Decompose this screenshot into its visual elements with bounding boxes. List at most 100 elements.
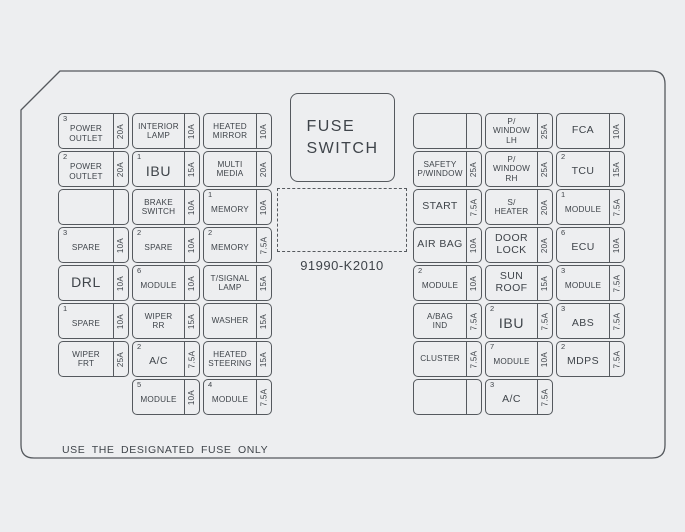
fuse-label: DOOR LOCK	[486, 228, 537, 262]
fuse-amp-box: 7.5A	[537, 304, 552, 338]
fuse-label-text: WASHER	[211, 316, 249, 326]
fuse-amp-box: 15A	[609, 152, 624, 186]
fuse-amp-rating: 7.5A	[259, 388, 269, 406]
fuse-label-text: MODULE	[421, 280, 459, 290]
fuse-label: SAFETY P/WINDOW	[414, 152, 466, 186]
fuse-label-text: P/ WINDOW LH	[492, 117, 531, 145]
fuse-amp-rating: 7.5A	[612, 350, 622, 368]
fuse-cell	[413, 113, 482, 149]
fuse-label-text: MODULE	[564, 280, 602, 290]
fuse-amp-rating: 10A	[259, 199, 269, 215]
fuse-amp-rating: 7.5A	[259, 236, 269, 254]
fuse-amp-rating: 25A	[469, 161, 479, 177]
fuse-amp-box: 10A	[609, 114, 624, 148]
fuse-amp-box: 10A	[184, 114, 199, 148]
fuse-label-text: MEMORY	[211, 204, 249, 214]
fuse-amp-rating: 10A	[187, 237, 197, 253]
fuse-number: 6	[137, 266, 142, 275]
fuse-amp-rating: 15A	[259, 275, 269, 291]
fuse-label: AIR BAG	[414, 228, 466, 262]
fuse-amp-rating: 10A	[116, 275, 126, 291]
fuse-label: INTERIOR LAMP	[133, 114, 184, 148]
fuse-amp-box: 10A	[466, 228, 481, 262]
fuse-amp-box: 15A	[256, 342, 271, 376]
fuse-amp-rating: 20A	[540, 199, 550, 215]
fuse-label-text: A/C	[149, 354, 168, 367]
fuse-label: MODULE	[414, 266, 466, 300]
fuse-amp-box: 10A	[184, 190, 199, 224]
fuse-label-text: TCU	[571, 164, 595, 177]
fuse-label-text: DRL	[71, 274, 101, 291]
fuse-amp-box: 20A	[256, 152, 271, 186]
fuse-label-text: WIPER FRT	[72, 349, 100, 368]
fuse-amp-rating: 25A	[540, 123, 550, 139]
fuse-label-text: A/C	[502, 392, 521, 405]
fuse-label: FCA	[557, 114, 609, 148]
fuse-amp-box: 7.5A	[466, 304, 481, 338]
fuse-amp-rating: 15A	[259, 313, 269, 329]
fuse-label: MULTI MEDIA	[204, 152, 256, 186]
fuse-amp-rating: 10A	[469, 237, 479, 253]
fuse-amp-box: 20A	[537, 228, 552, 262]
fuse-label: MODULE	[204, 380, 256, 414]
fuse-amp-box: 10A	[609, 228, 624, 262]
fuse-amp-box: 7.5A	[466, 190, 481, 224]
fuse-amp-rating: 10A	[187, 389, 197, 405]
fuse-label: WASHER	[204, 304, 256, 338]
fuse-label-text: A/BAG IND	[426, 311, 454, 330]
fuse-label-text: CLUSTER	[420, 354, 460, 364]
fuse-amp-box: 10A	[113, 266, 128, 300]
fuse-amp-rating: 7.5A	[612, 274, 622, 292]
fuse-amp-rating: 10A	[116, 313, 126, 329]
fuse-number: 1	[561, 190, 566, 199]
fuse-number: 2	[137, 228, 142, 237]
fuse-label-text: INTERIOR LAMP	[138, 121, 179, 140]
fuse-label: S/ HEATER	[486, 190, 537, 224]
fuse-label: MODULE	[486, 342, 537, 376]
fuse-label: A/C	[133, 342, 184, 376]
fuse-amp-box: 10A	[184, 266, 199, 300]
fuse-label-text: SPARE	[71, 318, 101, 328]
fuse-label: MODULE	[133, 380, 184, 414]
empty-slot	[556, 379, 625, 415]
fuse-label-text: SPARE	[71, 242, 101, 252]
fuse-amp-box: 7.5A	[466, 342, 481, 376]
fuse-label-text: SPARE	[144, 242, 173, 252]
fuse-amp-rating: 20A	[116, 161, 126, 177]
fuse-amp-rating: 10A	[259, 123, 269, 139]
fuse-cell: DRL 10A	[58, 265, 129, 301]
fuse-label-text: MODULE	[140, 394, 177, 404]
fuse-amp-rating: 7.5A	[540, 312, 550, 330]
fuse-label-text: P/ WINDOW RH	[492, 155, 531, 183]
fuse-switch-label: FUSE SWITCH	[306, 117, 379, 157]
fuse-label-text: POWER OUTLET	[69, 162, 103, 181]
fuse-amp-rating: 15A	[540, 275, 550, 291]
fuse-label: HEATED MIRROR	[204, 114, 256, 148]
fuse-number: 6	[561, 228, 566, 237]
fuse-amp-box: 15A	[184, 152, 199, 186]
fuse-label-text: DOOR LOCK	[494, 232, 529, 256]
fuse-label-text: WIPER RR	[144, 311, 173, 330]
fuse-amp-rating: 10A	[187, 199, 197, 215]
fuse-label: P/ WINDOW RH	[486, 152, 537, 186]
fuse-amp-box: 10A	[113, 228, 128, 262]
fuse-cell: DOOR LOCK 20A	[485, 227, 553, 263]
fuse-label-text: SAFETY P/WINDOW	[417, 159, 463, 178]
fuse-number: 2	[418, 266, 423, 275]
fuse-amp-box: 10A	[256, 114, 271, 148]
fuse-amp-rating: 7.5A	[469, 312, 479, 330]
